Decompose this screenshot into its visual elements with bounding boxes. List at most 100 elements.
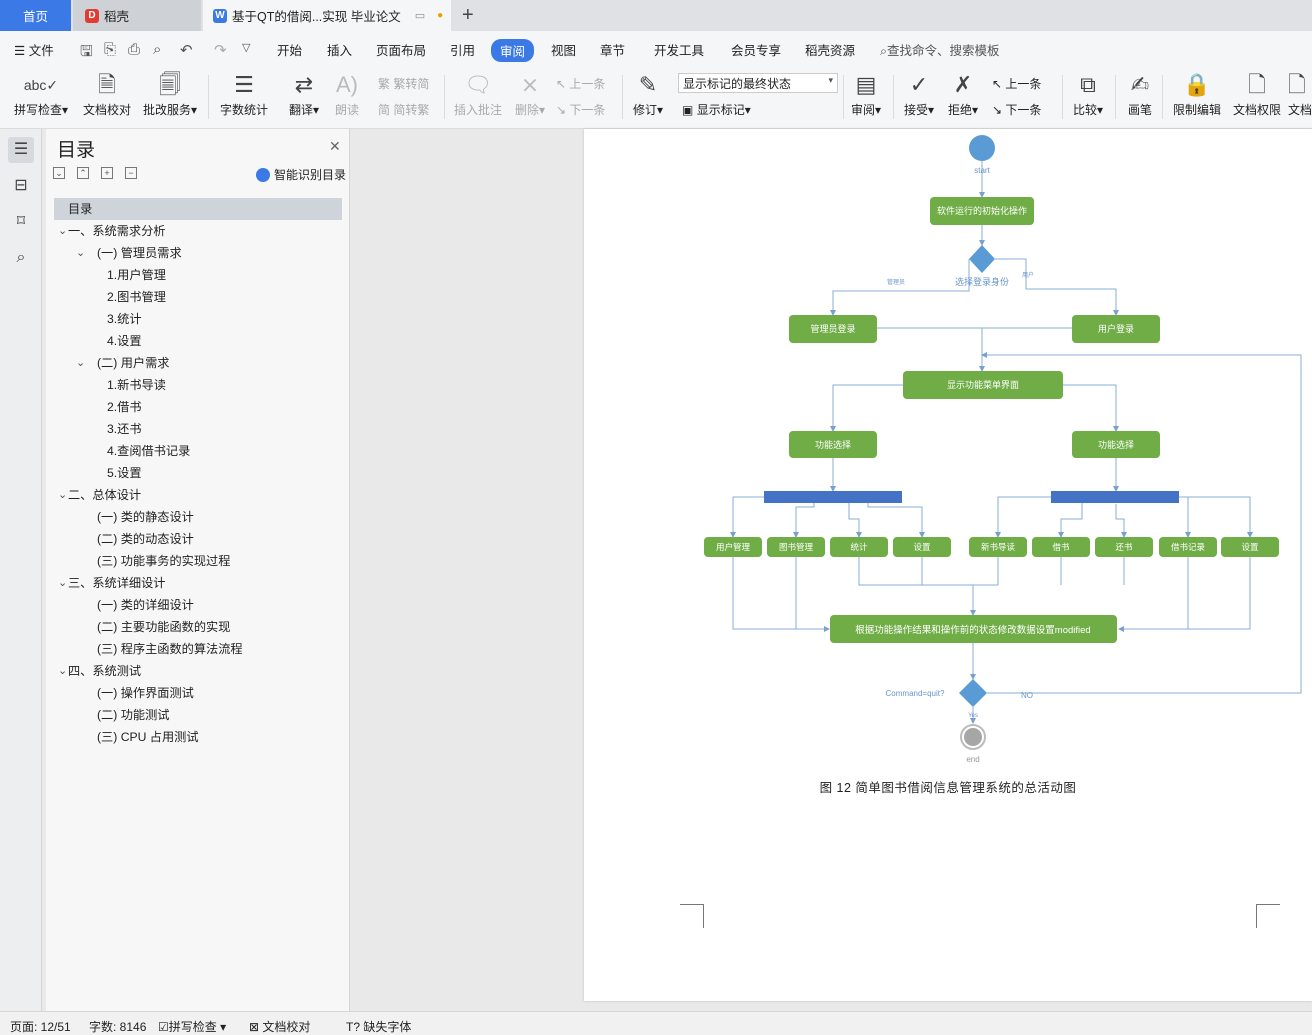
toc-pane-icon[interactable]: ☰ — [8, 137, 34, 163]
trad-to-simp-button[interactable]: 繁 繁转简 — [378, 75, 429, 92]
chevron-down-icon[interactable]: ⌄ — [58, 665, 68, 677]
toc-item[interactable]: (三) 程序主函数的算法流程 — [54, 638, 342, 660]
menu-view[interactable]: 视图 — [551, 44, 577, 58]
print-icon[interactable]: ⎙ — [128, 41, 141, 58]
new-tab-plus-icon[interactable]: + — [462, 4, 474, 26]
toc-item[interactable]: (二) 主要功能函数的实现 — [54, 616, 342, 638]
reject-button[interactable]: ✗拒绝▾ — [944, 67, 982, 127]
delete-comment-button[interactable]: ⨯删除▾ — [510, 67, 550, 127]
print-preview-icon[interactable]: ⌕ — [153, 41, 162, 58]
toc-item[interactable]: ⌄(二) 用户需求 — [54, 352, 342, 374]
toc-item[interactable]: (一) 类的静态设计 — [54, 506, 342, 528]
simp-to-trad-button[interactable]: 简 简转繁 — [378, 101, 429, 118]
tab-home[interactable]: 首页 — [0, 0, 71, 31]
toc-item[interactable]: 5.设置 — [54, 462, 342, 484]
annotate-service-button[interactable]: 🗐批改服务▾ — [138, 67, 202, 127]
next-comment-button[interactable]: ↘ 下一条 — [556, 101, 605, 118]
read-aloud-button[interactable]: A)朗读 — [330, 67, 364, 127]
tab-document[interactable]: W 基于QT的借阅...实现 毕业论文 ▭ ● — [203, 0, 451, 31]
document-canvas[interactable]: start 软件运行的初始化操作 选择登录身份 管理员 用户 管理员登录 用户登… — [351, 129, 1312, 1011]
status-doc-proof[interactable]: ⊠ 文档校对 — [249, 1018, 310, 1035]
spell-check-button[interactable]: abc✓拼写检查▾ — [8, 67, 74, 127]
toc-item[interactable]: 3.统计 — [54, 308, 342, 330]
chevron-down-icon[interactable]: ⌄ — [76, 247, 86, 259]
chevron-down-icon[interactable]: ⌄ — [58, 489, 68, 501]
toc-item[interactable]: ⌄三、系统详细设计 — [54, 572, 342, 594]
menu-references[interactable]: 引用 — [450, 44, 476, 58]
translate-button[interactable]: ⇄翻译▾ — [284, 67, 324, 127]
status-missing-font[interactable]: T? 缺失字体 — [346, 1018, 411, 1035]
expand-up-icon[interactable]: ⌃ — [77, 167, 89, 179]
toc-item[interactable]: 3.还书 — [54, 418, 342, 440]
toc-item[interactable]: 1.新书导读 — [54, 374, 342, 396]
save-icon[interactable]: 🖫 — [80, 43, 93, 60]
menu-section[interactable]: 章节 — [600, 44, 626, 58]
toc-item[interactable]: 2.借书 — [54, 396, 342, 418]
word-count-button[interactable]: ☰字数统计 — [216, 67, 272, 127]
monitor-icon[interactable]: ▭ — [414, 10, 426, 22]
markup-state-select[interactable]: 显示标记的最终状态▾ — [678, 73, 838, 93]
customize-chevron-down-icon[interactable]: ▽ — [242, 42, 251, 54]
review-pane-button[interactable]: ▤审阅▾ — [848, 67, 884, 127]
chevron-down-icon[interactable]: ⌄ — [76, 357, 86, 369]
export-pdf-icon[interactable]: ⎘ — [104, 41, 117, 58]
toc-item[interactable]: ⌄二、总体设计 — [54, 484, 342, 506]
toc-item[interactable]: (一) 类的详细设计 — [54, 594, 342, 616]
toc-item[interactable]: 4.设置 — [54, 330, 342, 352]
restrict-edit-button[interactable]: 🔒限制编辑 — [1168, 67, 1226, 127]
show-markup-button[interactable]: ▣ 显示标记▾ — [682, 103, 751, 117]
find-icon[interactable]: ⌕ — [16, 249, 26, 266]
insert-comment-button[interactable]: 🗨插入批注 — [450, 67, 506, 127]
compare-button[interactable]: ⧉比较▾ — [1068, 67, 1108, 127]
toc-item[interactable]: ⌄(一) 管理员需求 — [54, 242, 342, 264]
ink-button[interactable]: ✍画笔 — [1122, 67, 1158, 127]
doc-more-button[interactable]: 🗋文档 — [1288, 67, 1312, 127]
user-function-nodes: 新书导读借书还书借书记录设置 — [969, 537, 1279, 557]
smart-toc-button[interactable]: 智能识别目录 — [256, 166, 346, 183]
toc-item[interactable]: (一) 操作界面测试 — [54, 682, 342, 704]
word-count-indicator[interactable]: 字数: 8146 — [89, 1020, 147, 1034]
undo-icon[interactable]: ↶ — [180, 42, 193, 59]
toc-item[interactable]: 目录 — [54, 198, 342, 220]
doc-permission-button[interactable]: 🗋文档权限 — [1228, 67, 1286, 127]
toc-item[interactable]: (二) 功能测试 — [54, 704, 342, 726]
annotate-service-label: 批改服务 — [142, 103, 191, 117]
remove-heading-icon[interactable]: − — [125, 167, 137, 179]
chevron-down-icon[interactable]: ⌄ — [58, 225, 68, 237]
toc-item[interactable]: ⌄一、系统需求分析 — [54, 220, 342, 242]
toc-item[interactable]: ⌄四、系统测试 — [54, 660, 342, 682]
add-heading-icon[interactable]: + — [101, 167, 113, 179]
menu-start[interactable]: 开始 — [277, 44, 303, 58]
tab-docer[interactable]: D 稻壳 — [73, 0, 201, 31]
collapse-all-icon[interactable]: ⌄ — [53, 167, 65, 179]
update-data-node — [830, 615, 1117, 643]
command-search[interactable]: ⌕查找命令、搜索模板 — [880, 40, 1000, 59]
page-indicator[interactable]: 页面: 12/51 — [10, 1020, 71, 1034]
toc-item[interactable]: 4.查阅借书记录 — [54, 440, 342, 462]
redo-icon[interactable]: ↷ — [214, 42, 227, 59]
chevron-down-icon[interactable]: ⌄ — [58, 577, 68, 589]
menu-insert[interactable]: 插入 — [327, 44, 353, 58]
menu-member[interactable]: 会员专享 — [731, 44, 782, 58]
doc-proof-button[interactable]: 🗎文档校对 — [78, 67, 136, 127]
track-changes-button[interactable]: ✎修订▾ — [628, 67, 668, 127]
toc-item[interactable]: (二) 类的动态设计 — [54, 528, 342, 550]
document-page[interactable]: start 软件运行的初始化操作 选择登录身份 管理员 用户 管理员登录 用户登… — [584, 129, 1312, 1001]
toc-item[interactable]: 2.图书管理 — [54, 286, 342, 308]
menu-developer[interactable]: 开发工具 — [654, 44, 705, 58]
next-change-button[interactable]: ↘ 下一条 — [992, 101, 1041, 118]
toc-item[interactable]: 1.用户管理 — [54, 264, 342, 286]
toc-item[interactable]: (三) CPU 占用测试 — [54, 726, 342, 748]
close-icon[interactable]: ✕ — [329, 138, 341, 154]
prev-change-button[interactable]: ↖ 上一条 — [992, 75, 1041, 92]
status-spell-check[interactable]: ☑拼写检查 ▾ — [158, 1020, 227, 1034]
menu-docer-resources[interactable]: 稻壳资源 — [805, 44, 856, 58]
toc-item[interactable]: (三) 功能事务的实现过程 — [54, 550, 342, 572]
chapter-nav-icon[interactable]: ⊟ — [14, 177, 28, 194]
bookmark-icon[interactable]: ⌑ — [16, 213, 26, 230]
menu-review[interactable]: 审阅 — [491, 39, 535, 62]
file-menu[interactable]: ☰ 文件 — [14, 40, 54, 59]
prev-comment-button[interactable]: ↖ 上一条 — [556, 75, 605, 92]
menu-page-layout[interactable]: 页面布局 — [376, 44, 427, 58]
accept-button[interactable]: ✓接受▾ — [900, 67, 938, 127]
